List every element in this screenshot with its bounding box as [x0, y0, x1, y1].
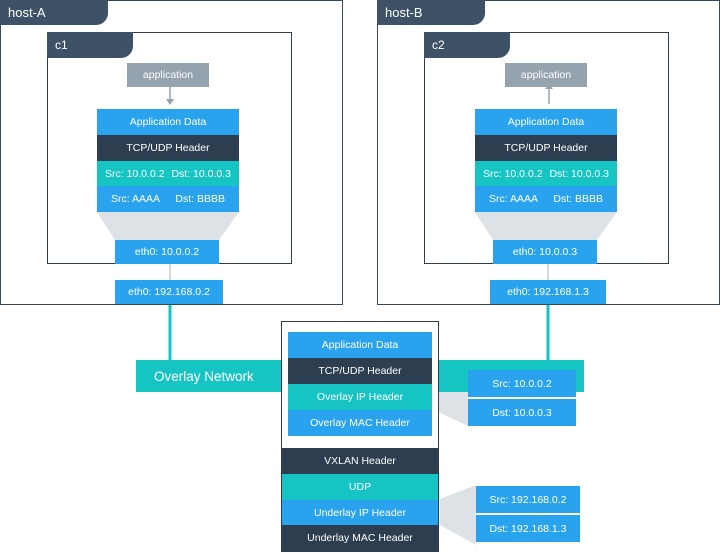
c1-app-data-layer: Application Data: [97, 109, 239, 135]
packet-underlay-mac-layer: Underlay MAC Header: [282, 525, 438, 551]
packet-overlay-ip-layer: Overlay IP Header: [288, 384, 432, 410]
c2-eth0-interface: eth0: 10.0.0.3: [493, 240, 597, 264]
c1-ip-layer: Src: 10.0.0.2 Dst: 10.0.0.3: [97, 161, 239, 186]
packet-vxlan-layer: VXLAN Header: [282, 448, 438, 474]
application-box-c2: application: [505, 63, 587, 87]
host-a-tab: host-A: [0, 0, 108, 25]
overlay-network-label: Overlay Network: [154, 368, 254, 384]
host-b-eth0-interface: eth0: 192.168.1.3: [490, 280, 606, 304]
arrow-down-icon: [166, 99, 174, 105]
host-b-tab: host-B: [377, 0, 485, 25]
c2-ip-src: Src: 10.0.0.2: [483, 167, 543, 180]
underlay-ip-src-detail: Src: 192.168.0.2: [476, 486, 580, 513]
c1-mac-layer: Src: AAAA Dst: BBBB: [97, 186, 239, 212]
c1-eth0-interface: eth0: 10.0.0.2: [115, 240, 219, 264]
c2-ip-dst: Dst: 10.0.0.3: [549, 167, 609, 180]
c1-tcp-udp-layer: TCP/UDP Header: [97, 135, 239, 161]
c2-app-data-layer: Application Data: [475, 109, 617, 135]
host-a-frame: [0, 0, 343, 305]
overlay-ip-dst-detail: Dst: 10.0.0.3: [468, 399, 576, 426]
application-box-c1: application: [127, 63, 209, 87]
packet-overlay-mac-layer: Overlay MAC Header: [288, 410, 432, 436]
c2-mac-src: Src: AAAA: [489, 193, 539, 205]
host-b-label: host-B: [385, 5, 423, 20]
underlay-ip-dst-detail: Dst: 192.168.1.3: [476, 515, 580, 542]
host-a-eth0-interface: eth0: 192.168.0.2: [115, 280, 223, 304]
funnel-host-b: [475, 212, 617, 240]
c1-ip-src: Src: 10.0.0.2: [105, 167, 165, 180]
c2-ip-layer: Src: 10.0.0.2 Dst: 10.0.0.3: [475, 161, 617, 186]
container-c2-label: c2: [432, 38, 445, 52]
c1-mac-src: Src: AAAA: [111, 193, 161, 205]
container-c2-tab: c2: [424, 32, 510, 58]
funnel-host-a: [97, 212, 239, 240]
packet-tcp-udp-layer: TCP/UDP Header: [288, 358, 432, 384]
packet-udp-layer: UDP: [282, 474, 438, 500]
packet-app-data-layer: Application Data: [288, 332, 432, 358]
packet-underlay-ip-layer: Underlay IP Header: [282, 500, 438, 525]
overlay-ip-src-detail: Src: 10.0.0.2: [468, 370, 576, 397]
container-c1-tab: c1: [47, 32, 133, 58]
c2-tcp-udp-layer: TCP/UDP Header: [475, 135, 617, 161]
funnel-underlay-ip: [440, 485, 476, 545]
c1-ip-dst: Dst: 10.0.0.3: [171, 167, 231, 180]
c1-mac-dst: Dst: BBBB: [175, 193, 225, 205]
c2-mac-layer: Src: AAAA Dst: BBBB: [475, 186, 617, 212]
c2-mac-dst: Dst: BBBB: [553, 193, 603, 205]
host-a-label: host-A: [8, 5, 46, 20]
container-c1-label: c1: [55, 38, 68, 52]
